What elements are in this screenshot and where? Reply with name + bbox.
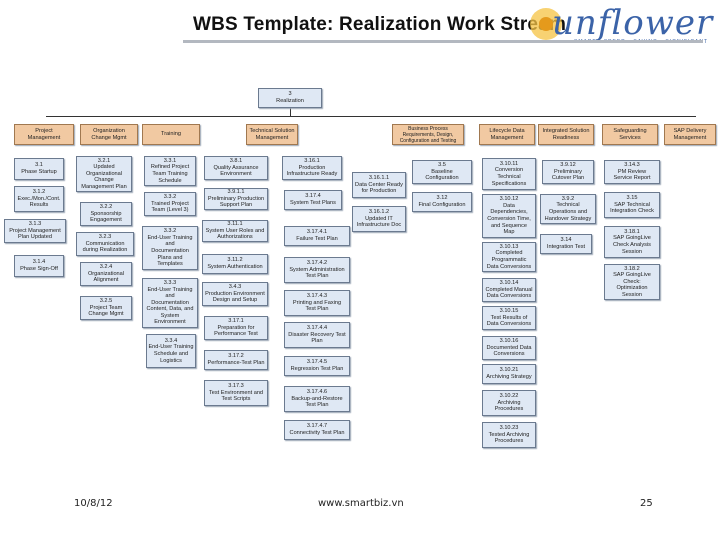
wbs-node: 3.2.1 Updated Organizational Change Mana… xyxy=(76,156,132,192)
connector xyxy=(46,116,696,117)
wbs-node: 3.2.2 Sponsorship Engagement xyxy=(80,202,132,226)
page-number: 25 xyxy=(640,498,653,509)
wbs-node: 3.3.3 End-User Training and Documentatio… xyxy=(142,278,198,328)
wbs-node: 3.14.3 PM Review Service Report xyxy=(604,160,660,184)
wbs-node: 3.10.15 Test Results of Data Conversions xyxy=(482,306,536,330)
wbs-node: 3.10.22 Archiving Procedures xyxy=(482,390,536,416)
wbs-node: 3.3.4 End-User Training Schedule and Log… xyxy=(146,334,196,368)
wbs-node: 3.10.21 Archiving Strategy xyxy=(482,364,536,384)
wbs-node: 3.9.2 Technical Operations and Handover … xyxy=(540,194,596,224)
wbs-node: 3.2.4 Organizational Alignment xyxy=(80,262,132,286)
wbs-node: 3.5 Baseline Configuration xyxy=(412,160,472,184)
header-integrated-solution: Integrated Solution Readiness xyxy=(538,124,594,145)
wbs-node: 3.15 SAP Technical Integration Check xyxy=(604,192,660,218)
wbs-node: 3.10.11 Conversion Technical Specificati… xyxy=(482,158,536,190)
wbs-node: 3.17.1 Preparation for Performance Test xyxy=(204,316,268,340)
wbs-node: 3.16.1.1 Data Center Ready for Productio… xyxy=(352,172,406,198)
wbs-node: 3.1.3 Project Management Plan Updated xyxy=(4,219,66,243)
wbs-node: 3.1 Phase Startup xyxy=(14,158,64,180)
wbs-node: 3.16.1.2 Updated IT Infrastructure Doc xyxy=(352,206,406,232)
wbs-node: 3.17.4.3 Printing and Faxing Test Plan xyxy=(284,290,350,316)
header-sap-delivery: SAP Delivery Management xyxy=(664,124,716,145)
wbs-node: 3.10.12 Data Dependencies, Conversion Ti… xyxy=(482,194,536,238)
header-safeguarding: Safeguarding Services xyxy=(602,124,658,145)
wbs-root: 3 Realization xyxy=(258,88,322,108)
wbs-node: 3.17.4.7 Connectivity Test Plan xyxy=(284,420,350,440)
wbs-node: 3.4.3 Production Environment Design and … xyxy=(202,282,268,306)
wbs-node: 3.18.2 SAP GoingLive Check: Optimization… xyxy=(604,264,660,300)
logo-text: unflower xyxy=(552,3,714,43)
header-project-management: Project Management xyxy=(14,124,74,145)
wbs-node: 3.10.16 Documented Data Conversions xyxy=(482,336,536,360)
wbs-node: 3.10.13 Completed Programmatic Data Conv… xyxy=(482,242,536,272)
title-divider xyxy=(183,40,703,43)
wbs-node: 3.10.14 Completed Manual Data Conversion… xyxy=(482,278,536,302)
connector xyxy=(290,108,291,116)
wbs-node: 3.17.4.4 Disaster Recovery Test Plan xyxy=(284,322,350,348)
wbs-node: 3.9.12 Preliminary Cutover Plan xyxy=(542,160,594,184)
wbs-node: 3.17.4.2 System Administration Test Plan xyxy=(284,257,350,283)
wbs-node: 3.3.2 Trained Project Team (Level 3) xyxy=(144,192,196,216)
wbs-node: 3.11.1 System User Roles and Authorizati… xyxy=(202,220,268,242)
sunflower-logo-icon xyxy=(530,8,562,40)
wbs-node: 3.10.23 Tested Archiving Procedures xyxy=(482,422,536,448)
wbs-node: 3.9.1.1 Preliminary Production Support P… xyxy=(204,188,268,210)
header-organization-change: Organization Change Mgmt xyxy=(80,124,138,145)
slide-title: WBS Template: Realization Work Stream xyxy=(193,14,567,35)
header-training: Training xyxy=(142,124,200,145)
wbs-node: 3.8.1 Quality Assurance Environment xyxy=(204,156,268,180)
wbs-node: 3.3.2 End-User Training and Documentatio… xyxy=(142,226,198,270)
header-technical-solution: Technical Solution Management xyxy=(246,124,298,145)
wbs-node: 3.1.4 Phase Sign-Off xyxy=(14,255,64,277)
wbs-node: 3.17.3 Test Environment and Test Scripts xyxy=(204,380,268,406)
wbs-node: 3.17.4.1 Failure Test Plan xyxy=(284,226,350,246)
wbs-node: 3.14 Integration Test xyxy=(540,234,592,254)
wbs-node: 3.17.4 System Test Plans xyxy=(284,190,342,210)
wbs-node: 3.11.2 System Authentication xyxy=(202,254,268,274)
wbs-node: 3.17.2 Performance-Test Plan xyxy=(204,350,268,370)
wbs-node: 3.2.3 Communication during Realization xyxy=(76,232,134,256)
header-business-process: Business Process Requirements, Design, C… xyxy=(392,124,464,145)
wbs-node: 3.12 Final Configuration xyxy=(412,192,472,212)
wbs-node: 3.3.1 Refined Project Team Training Sche… xyxy=(144,156,196,186)
wbs-node: 3.2.5 Project Team Change Mgmt xyxy=(80,296,132,320)
wbs-node: 3.17.4.6 Backup-and-Restore Test Plan xyxy=(284,386,350,412)
wbs-node: 3.18.1 SAP GoingLive Check Analysis Sess… xyxy=(604,226,660,258)
header-lifecycle-data: Lifecycle Data Management xyxy=(479,124,535,145)
footer-site: www.smartbiz.vn xyxy=(318,498,404,509)
wbs-node: 3.16.1 Production Infrastructure Ready xyxy=(282,156,342,180)
footer-date: 10/8/12 xyxy=(74,498,113,509)
wbs-node: 3.17.4.5 Regression Test Plan xyxy=(284,356,350,376)
wbs-node: 3.1.2 Exec./Mon./Cont. Results xyxy=(14,186,64,212)
